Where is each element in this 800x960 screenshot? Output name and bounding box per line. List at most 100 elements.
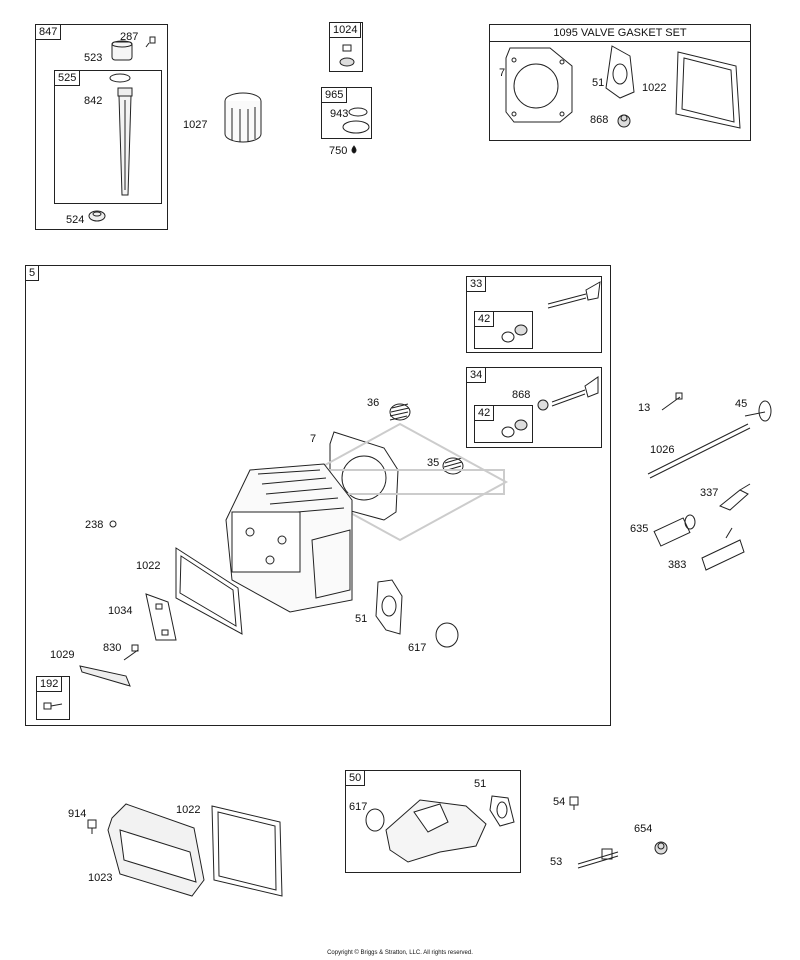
drop-750-icon	[351, 145, 357, 154]
part-label: 383	[668, 559, 687, 571]
gasket-51-main-illustration	[375, 579, 403, 635]
part-label: 1027	[183, 119, 208, 131]
box-valve-gasket-set: 1095 VALVE GASKET SET	[489, 24, 751, 141]
part-label: 868	[590, 114, 609, 126]
part-label: 36	[367, 397, 380, 409]
breather-1024-illustration	[339, 44, 355, 67]
label-5: 5	[25, 265, 40, 281]
spark-plug-337-illustration	[719, 483, 751, 511]
label-192: 192	[36, 676, 63, 692]
label-525: 525	[54, 70, 81, 86]
screw-287-illustration	[145, 36, 156, 48]
part-label: 35	[427, 457, 440, 469]
box-34	[466, 367, 602, 448]
dipstick-tube-842-illustration	[117, 87, 133, 196]
copyright-footer: Copyright © Briggs & Stratton, LLC. All …	[327, 950, 473, 956]
label-42-b: 42	[474, 405, 495, 421]
part-label: 1034	[108, 605, 133, 617]
tool-383-illustration	[701, 527, 745, 571]
part-label: 842	[84, 95, 103, 107]
label-965: 965	[321, 87, 348, 103]
dipstick-cap-523-illustration	[109, 40, 133, 83]
gasket-51-illustration	[605, 45, 635, 99]
cylinder-head-illustration	[225, 463, 353, 613]
part-label: 1023	[88, 872, 113, 884]
valve-34-illustration	[537, 376, 599, 411]
box-50	[345, 770, 521, 873]
screw-914-illustration	[87, 819, 97, 834]
part-label: 7	[310, 433, 317, 445]
label-50: 50	[345, 770, 366, 786]
valve-33-illustration	[547, 281, 601, 309]
part-label: 617	[349, 801, 368, 813]
part-label: 1026	[650, 444, 675, 456]
box-5	[25, 265, 611, 726]
label-847: 847	[35, 24, 62, 40]
part-label: 51	[474, 778, 487, 790]
intake-elbow-illustration	[385, 799, 487, 863]
part-label: 54	[553, 796, 566, 808]
bolt-13-illustration	[661, 392, 683, 411]
part-label: 914	[68, 808, 87, 820]
part-label: 635	[630, 523, 649, 535]
part-label: 1022	[136, 560, 161, 572]
stud-830-illustration	[123, 644, 139, 661]
nut-654-illustration	[654, 841, 668, 855]
gasket-51-c-illustration	[489, 795, 515, 827]
label-33: 33	[466, 276, 487, 292]
retainer-42-a-illustration	[501, 324, 528, 343]
box-33	[466, 276, 602, 353]
part-label: 7	[499, 67, 506, 79]
part-label: 830	[103, 642, 122, 654]
stud-53-illustration	[577, 848, 619, 869]
head-gasket-7-illustration	[505, 47, 573, 123]
valve-cover-1023-illustration	[107, 803, 205, 897]
grommet-524-illustration	[88, 210, 106, 222]
o-ring-617-b-illustration	[365, 808, 385, 832]
part-label: 45	[735, 398, 748, 410]
part-label: 53	[550, 856, 563, 868]
valve-spring-35-illustration	[442, 457, 464, 475]
seal-868-illustration	[617, 114, 631, 128]
part-label: 337	[700, 487, 719, 499]
part-label: 750	[329, 145, 348, 157]
valve-cover-gasket-1022-illustration	[675, 51, 741, 129]
part-label: 238	[85, 519, 104, 531]
part-label: 287	[120, 31, 139, 43]
rocker-arm-1029-illustration	[79, 665, 131, 687]
part-label: 943	[330, 108, 349, 120]
bolt-54-illustration	[569, 796, 579, 810]
label-42-a: 42	[474, 311, 495, 327]
plate-1034-illustration	[145, 593, 177, 641]
part-label: 654	[634, 823, 653, 835]
part-label: 617	[408, 642, 427, 654]
part-label: 1022	[176, 804, 201, 816]
part-label: 523	[84, 52, 103, 64]
valve-gasket-set-title: 1095 VALVE GASKET SET	[490, 25, 750, 42]
part-label: 868	[512, 389, 531, 401]
label-1024: 1024	[329, 22, 362, 38]
part-label: 1029	[50, 649, 75, 661]
part-label: 51	[355, 613, 368, 625]
part-label: 524	[66, 214, 85, 226]
valve-cover-gasket-1022-main-illustration	[175, 547, 243, 635]
sleeve-635-illustration	[653, 514, 696, 547]
label-34: 34	[466, 367, 487, 383]
push-rod-1026-illustration	[647, 423, 751, 479]
tappet-45-illustration	[744, 400, 772, 422]
oil-filter-1027-illustration	[224, 92, 262, 143]
box-42-a	[474, 311, 533, 349]
part-label: 1022	[642, 82, 667, 94]
dowel-238-illustration	[109, 520, 117, 528]
box-42-b	[474, 405, 533, 443]
valve-cover-gasket-1022-bottom-illustration	[211, 805, 283, 897]
retainer-42-b-illustration	[501, 419, 528, 438]
valve-spring-36-illustration	[389, 403, 411, 421]
o-ring-617-illustration	[435, 622, 459, 648]
part-label: 51	[592, 77, 605, 89]
box-847	[35, 24, 168, 230]
gasket-943-illustration	[342, 107, 370, 134]
part-label: 13	[638, 402, 651, 414]
box-525	[54, 70, 162, 204]
